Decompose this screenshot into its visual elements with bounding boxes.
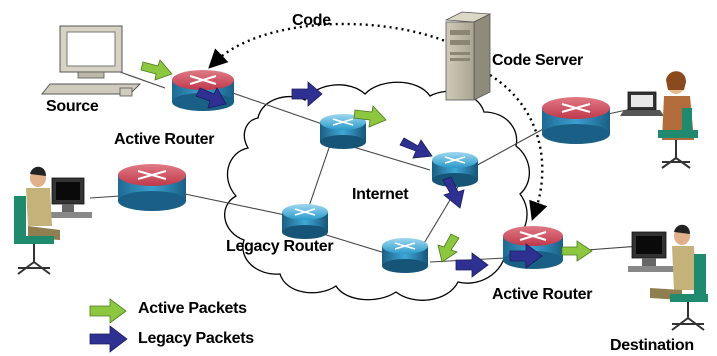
legacy-packet-arrow (455, 252, 489, 278)
legend-legacy-packet-arrow (89, 325, 128, 353)
legacy-packet-arrow (509, 243, 543, 269)
legacy-packet-arrows (195, 81, 543, 278)
active-packet-arrow (561, 240, 593, 262)
active-router-left-label: Active Router (114, 131, 215, 148)
legacy-router-label: Legacy Router (226, 238, 334, 255)
user-with-laptop-icon (620, 71, 698, 169)
active-router-right-label: Active Router (492, 286, 593, 303)
user-at-workstation-icon (628, 224, 708, 331)
destination-label: Destination (610, 337, 694, 354)
legend-active-packets: Active Packets (138, 300, 247, 317)
active-packet-arrow (140, 59, 173, 81)
active-router-icon (542, 97, 610, 144)
user-at-workstation-icon (14, 166, 92, 275)
legacy-router-icon (282, 204, 328, 239)
server-tower-icon (444, 11, 492, 101)
legacy-router-icon (432, 152, 478, 187)
legacy-router-icon (382, 238, 428, 273)
legacy-packet-arrow (442, 176, 465, 209)
active-router-icon (118, 164, 186, 211)
legacy-packet-arrow (291, 81, 323, 107)
legacy-packet-arrow (195, 87, 227, 109)
active-packet-arrow (353, 105, 387, 128)
legend-active-packet-arrow (89, 298, 127, 324)
legend-legacy-packets: Legacy Packets (138, 330, 254, 347)
desktop-computer-icon (40, 25, 142, 97)
source-label: Source (46, 98, 99, 115)
code-label: Code (292, 12, 331, 29)
code-server-label: Code Server (492, 52, 583, 69)
active-packet-arrows (140, 59, 593, 263)
internet-label: Internet (352, 186, 409, 203)
code-transfer-paths (208, 22, 548, 222)
legacy-packet-arrow (399, 137, 433, 159)
active-packet-arrow (437, 233, 460, 263)
legacy-router-icon (320, 114, 366, 149)
